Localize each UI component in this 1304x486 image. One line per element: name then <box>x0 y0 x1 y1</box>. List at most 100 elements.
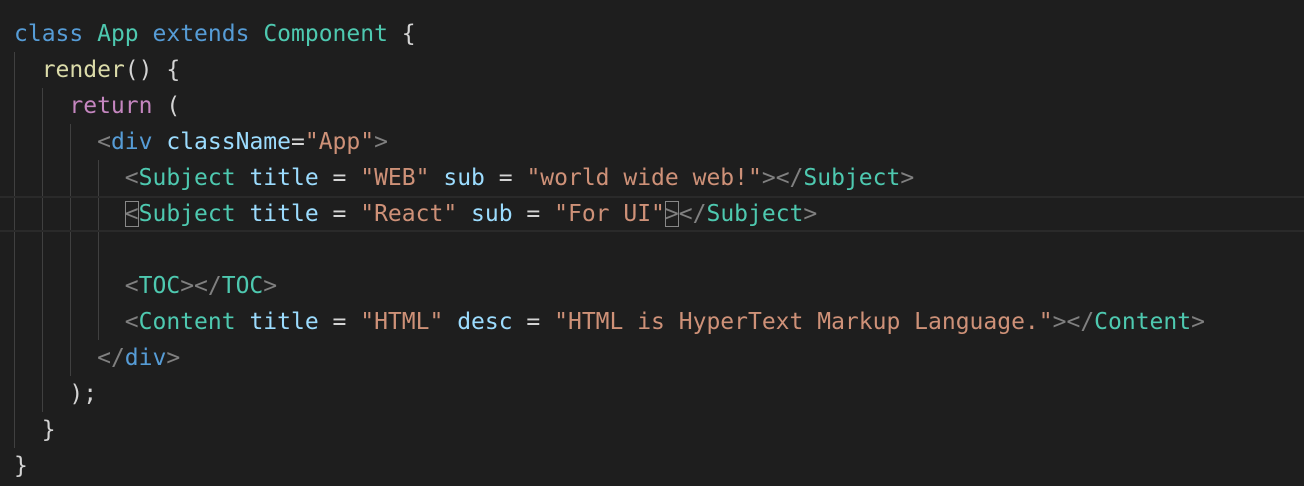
code-text: <Subject title = "WEB" sub = "world wide… <box>14 160 914 196</box>
code-token: return <box>69 93 153 119</box>
matched-bracket: < <box>124 201 139 227</box>
code-token: desc <box>457 309 513 335</box>
code-token: render <box>41 57 125 83</box>
code-line[interactable]: render() { <box>0 52 1304 88</box>
code-token: ></ <box>1052 309 1095 335</box>
code-token: > <box>803 201 818 227</box>
code-token <box>83 21 97 47</box>
code-line[interactable] <box>0 232 1304 268</box>
code-token: extends <box>152 21 250 47</box>
indent-guide <box>42 88 43 412</box>
code-token: = <box>290 129 305 155</box>
code-token <box>236 309 250 335</box>
code-token <box>457 201 471 227</box>
code-token: Subject <box>138 201 236 227</box>
indent-guide <box>98 160 99 340</box>
code-token <box>14 129 97 155</box>
code-token: "WEB" <box>360 165 430 191</box>
code-line[interactable]: ); <box>0 376 1304 412</box>
code-text: class App extends Component { <box>14 16 416 52</box>
code-token: Content <box>138 309 236 335</box>
code-token: "React" <box>360 201 458 227</box>
code-token: Subject <box>138 165 236 191</box>
code-token: Subject <box>803 165 901 191</box>
code-token: < <box>124 273 139 299</box>
code-text: return ( <box>14 88 180 124</box>
code-token: className <box>166 129 291 155</box>
code-token <box>249 21 263 47</box>
code-line[interactable]: <Content title = "HTML" desc = "HTML is … <box>0 304 1304 340</box>
code-line[interactable]: } <box>0 412 1304 448</box>
code-token: sub <box>471 201 513 227</box>
code-token: title <box>249 201 319 227</box>
code-token: < <box>124 165 139 191</box>
code-token: sub <box>443 165 485 191</box>
code-token: > <box>900 165 915 191</box>
code-token: = <box>512 201 555 227</box>
code-line[interactable]: return ( <box>0 88 1304 124</box>
code-token <box>14 93 69 119</box>
code-token <box>139 21 153 47</box>
code-text: render() { <box>14 52 180 88</box>
code-token: "For UI" <box>554 201 665 227</box>
code-token: } <box>41 417 56 443</box>
code-token <box>429 165 443 191</box>
code-token <box>14 57 42 83</box>
code-token: < <box>124 309 139 335</box>
code-token: = <box>318 309 361 335</box>
code-token: > <box>263 273 278 299</box>
code-token <box>14 309 125 335</box>
code-token: { <box>387 21 416 47</box>
code-token: title <box>249 309 319 335</box>
code-token <box>236 165 250 191</box>
code-token: = <box>484 165 527 191</box>
code-line[interactable]: class App extends Component { <box>0 16 1304 52</box>
code-token: div <box>110 129 153 155</box>
code-token: } <box>14 453 28 479</box>
code-token: TOC <box>138 273 181 299</box>
code-token <box>153 129 167 155</box>
code-token: Content <box>1094 309 1192 335</box>
code-token: = <box>318 165 361 191</box>
code-token <box>14 273 125 299</box>
code-token <box>14 381 69 407</box>
code-token <box>14 417 42 443</box>
code-line[interactable]: } <box>0 448 1304 484</box>
code-token: ); <box>69 381 98 407</box>
code-token: = <box>512 309 555 335</box>
code-text: <Content title = "HTML" desc = "HTML is … <box>14 304 1205 340</box>
code-text: } <box>14 448 28 484</box>
code-token: > <box>374 129 388 155</box>
code-text: <TOC></TOC> <box>14 268 277 304</box>
matched-bracket: > <box>664 201 679 227</box>
code-text: <div className="App"> <box>14 124 388 160</box>
code-token: Subject <box>706 201 804 227</box>
code-token <box>14 345 97 371</box>
code-line[interactable]: <TOC></TOC> <box>0 268 1304 304</box>
code-token: = <box>318 201 361 227</box>
code-token: "App" <box>304 129 375 155</box>
code-token: App <box>97 21 139 47</box>
code-token: ></ <box>180 273 222 299</box>
code-text: ); <box>14 376 97 412</box>
code-token: TOC <box>221 273 264 299</box>
code-token: div <box>124 345 167 371</box>
code-text: </div> <box>14 340 180 376</box>
indent-guide <box>70 124 71 376</box>
code-line-current[interactable]: <Subject title = "React" sub = "For UI">… <box>0 196 1304 232</box>
code-line[interactable]: <div className="App"> <box>0 124 1304 160</box>
code-token: "world wide web!" <box>526 165 762 191</box>
indent-guide <box>14 52 15 448</box>
code-token: </ <box>97 345 125 371</box>
code-token <box>14 165 125 191</box>
code-token: > <box>1191 309 1205 335</box>
code-line[interactable]: </div> <box>0 340 1304 376</box>
code-text: } <box>14 412 56 448</box>
code-token: title <box>249 165 319 191</box>
code-token: Component <box>263 21 388 47</box>
code-token: < <box>97 129 111 155</box>
code-token: </ <box>678 201 707 227</box>
code-token: () { <box>124 57 181 83</box>
code-line[interactable]: <Subject title = "WEB" sub = "world wide… <box>0 160 1304 196</box>
